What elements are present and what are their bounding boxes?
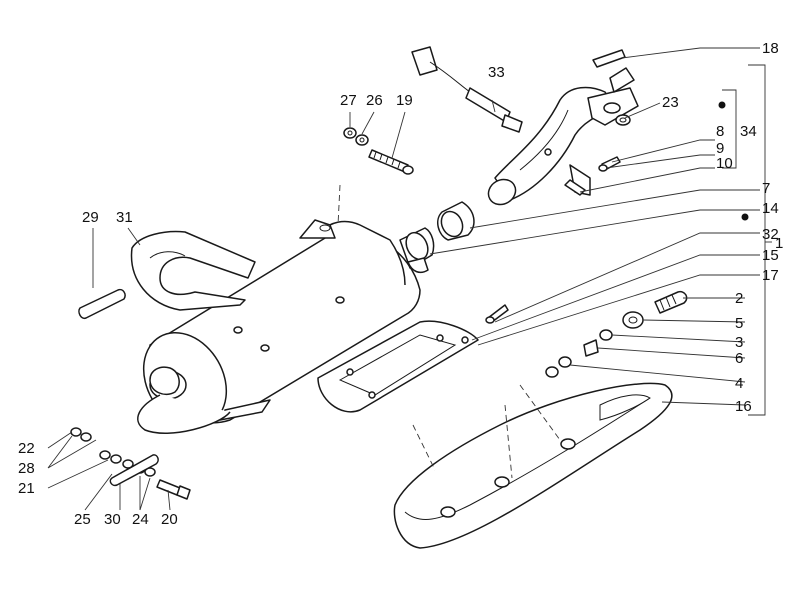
lambda-sensor [411, 46, 523, 133]
group-marker-1 [741, 213, 749, 221]
sleeve-30 [109, 454, 159, 487]
washer-4 [545, 356, 572, 378]
mounting-plate [317, 320, 479, 413]
label-3: 3 [735, 334, 743, 351]
flange-18 [587, 49, 639, 126]
washer-21 [99, 450, 134, 469]
group-marker-34 [718, 101, 726, 109]
washer-5 [622, 311, 644, 329]
label-15: 15 [762, 247, 779, 264]
washer-22-28 [70, 427, 92, 442]
bolt-32 [485, 304, 509, 324]
part-labels: 18 33 27 26 19 23 8 34 9 10 7 14 29 31 3… [18, 40, 783, 528]
label-10: 10 [716, 155, 733, 172]
label-26: 26 [366, 92, 383, 109]
label-19: 19 [396, 92, 413, 109]
label-7: 7 [762, 180, 770, 197]
heat-shield [393, 382, 673, 549]
label-28: 28 [18, 460, 35, 477]
label-32: 32 [762, 226, 779, 243]
label-9: 9 [716, 140, 724, 157]
label-29: 29 [82, 209, 99, 226]
label-23: 23 [662, 94, 679, 111]
label-27: 27 [340, 92, 357, 109]
label-30: 30 [104, 511, 121, 528]
screw-2 [654, 290, 688, 314]
spacer-6 [583, 339, 599, 357]
pin-29 [78, 288, 126, 320]
label-31: 31 [116, 209, 133, 226]
washer-27 [343, 127, 357, 139]
label-20: 20 [161, 511, 178, 528]
bolt-8 [598, 156, 621, 172]
label-6: 6 [735, 350, 743, 367]
label-18: 18 [762, 40, 779, 57]
stud-19 [368, 149, 414, 175]
label-14: 14 [762, 200, 779, 217]
label-1: 1 [775, 235, 783, 252]
bolt-20 [156, 479, 191, 500]
label-33: 33 [488, 64, 505, 81]
muffler-bracket [130, 230, 256, 311]
muffler-inlet-pipe [399, 227, 435, 274]
label-4: 4 [735, 375, 743, 392]
leader-lines [47, 47, 772, 511]
gasket-7 [436, 201, 475, 241]
label-2: 2 [735, 290, 743, 307]
label-21: 21 [18, 480, 35, 497]
center-lines [337, 184, 561, 479]
clamp-10 [564, 179, 586, 196]
label-8: 8 [716, 123, 724, 140]
label-25: 25 [74, 511, 91, 528]
muffler [137, 219, 421, 434]
label-34: 34 [740, 123, 757, 140]
label-5: 5 [735, 315, 743, 332]
label-22: 22 [18, 440, 35, 457]
label-17: 17 [762, 267, 779, 284]
label-16: 16 [735, 398, 752, 415]
label-24: 24 [132, 511, 149, 528]
washer-26 [355, 134, 369, 146]
washer-3 [599, 329, 613, 341]
